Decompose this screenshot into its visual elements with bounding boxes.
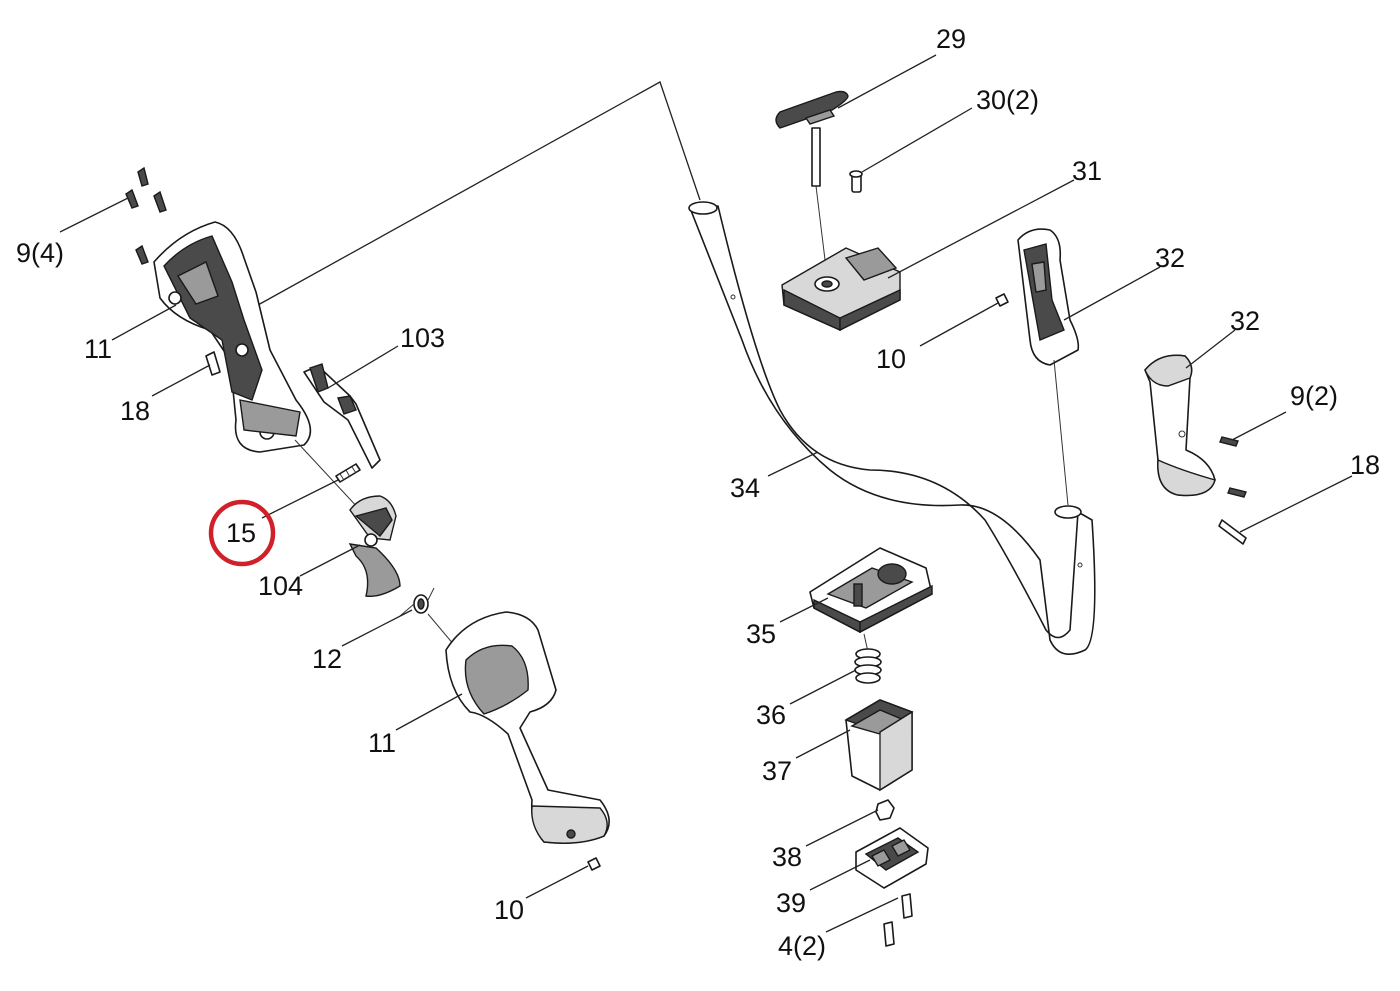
callout-34: 34	[730, 473, 760, 503]
right-grip-cover	[1144, 354, 1216, 497]
callout-29: 29	[936, 24, 966, 54]
callout-10-upper: 10	[876, 344, 906, 374]
small-screw	[849, 170, 863, 193]
right-housing-half	[445, 611, 610, 844]
callout-11-lower: 11	[368, 728, 396, 758]
callout-4-2: 4(2)	[778, 931, 826, 961]
left-housing-half	[153, 221, 312, 453]
handle-clamp	[781, 247, 901, 332]
callout-36: 36	[756, 700, 786, 730]
callout-35: 35	[746, 619, 776, 649]
leader-lines	[59, 54, 1353, 933]
callout-labels: 29 30(2) 31 32 32 9(4) 11 103 10 18 9(2)…	[16, 24, 1380, 961]
callout-30: 30(2)	[976, 85, 1039, 115]
callout-11-upper: 11	[84, 334, 112, 364]
callout-104: 104	[258, 571, 303, 601]
compression-spring	[854, 648, 882, 684]
nut-upper	[995, 293, 1009, 307]
callout-39: 39	[776, 888, 806, 918]
assembly-guide-line	[257, 81, 701, 306]
highlight-circle	[208, 499, 276, 567]
switch-base	[809, 547, 933, 634]
right-screws	[1218, 436, 1247, 545]
callout-18-left: 18	[120, 396, 150, 426]
handlebar-tube	[688, 201, 1096, 656]
callout-18-right: 18	[1350, 450, 1380, 480]
plate-bolts	[883, 893, 913, 947]
callout-15: 15	[226, 518, 256, 548]
housing-screws	[125, 166, 167, 265]
callout-9-4: 9(4)	[16, 238, 64, 268]
callout-10-lower: 10	[494, 895, 524, 925]
mounting-plate	[855, 827, 929, 889]
nut-lower	[587, 857, 601, 871]
bolt-left	[205, 351, 221, 376]
right-grip-open	[1017, 228, 1080, 506]
callout-103: 103	[400, 323, 445, 353]
callout-32-upper: 32	[1155, 243, 1185, 273]
t-knob	[775, 90, 849, 269]
callout-12: 12	[312, 644, 342, 674]
callout-9-2: 9(2)	[1290, 381, 1338, 411]
callout-38: 38	[772, 842, 802, 872]
callout-31: 31	[1072, 156, 1102, 186]
hex-nut	[875, 799, 895, 821]
torsion-spring	[399, 587, 435, 617]
switch-cup	[844, 699, 914, 792]
callout-37: 37	[762, 756, 792, 786]
trigger	[348, 495, 401, 597]
spring	[335, 463, 361, 483]
lockout-lever	[303, 363, 381, 469]
callout-32-lower: 32	[1230, 306, 1260, 336]
